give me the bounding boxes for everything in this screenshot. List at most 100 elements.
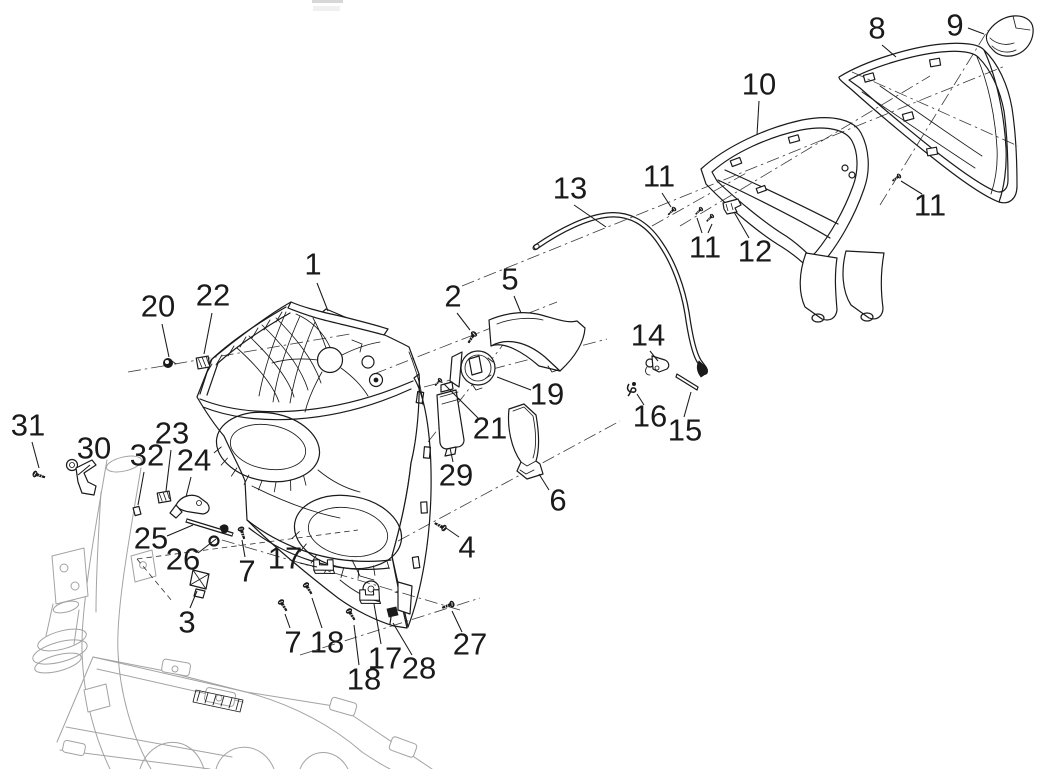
leader-line-part-7 [241,539,246,558]
leader-line-part-2 [456,312,471,331]
leader-line-part-18 [311,597,323,629]
leader-line-part-11 [900,180,923,195]
leader-line-part-21 [443,383,479,419]
callout-label-part-26-27: 26 [166,542,200,577]
callout-label-part-28-35: 28 [402,651,436,686]
part-28-clip [386,606,399,625]
callout-label-part-12-8: 12 [738,234,772,269]
part-32-spacer [132,505,142,517]
leader-line-part-26 [197,538,217,554]
leader-line-part-22 [203,312,213,355]
leader-line-part-27 [451,610,463,633]
leader-line-part-31 [31,441,40,469]
part-18-screw [301,580,315,597]
part-7-screw [236,525,248,541]
leader-line-part-8 [881,44,897,58]
callout-label-part-13-5: 13 [553,171,587,206]
part-9-corner-cap [985,15,1034,57]
part-25-rod [185,518,234,537]
leader-line-part-32 [137,471,145,506]
leader-line-part-15 [683,391,692,418]
part-11-screw [704,212,716,224]
part-20-cap-nut [162,357,177,368]
callout-label-part-22-2: 22 [196,278,230,313]
callout-label-part-4-20: 4 [458,530,475,565]
leader-line-part-11 [696,217,703,234]
leader-line-part-23 [165,449,172,492]
leader-line-part-29 [449,447,454,463]
reference-frame-chassis [32,455,433,769]
leader-line-part-11 [661,192,672,208]
callout-label-part-15-16: 15 [668,413,702,448]
part-26-grommet-and-clip [208,524,229,547]
leader-line-part-11 [707,223,713,234]
leader-line-part-19 [496,376,532,391]
callout-label-part-29-18: 29 [439,458,473,493]
callout-label-part-17-30: 17 [268,541,302,576]
callout-label-part-9-11: 9 [946,8,963,43]
part-31-screw [31,469,47,481]
leader-line-part-16 [636,393,645,406]
callout-label-part-2-3: 2 [444,279,461,314]
leader-line-part-24 [185,476,192,498]
callout-label-part-14-14: 14 [631,318,665,353]
floor-rubber-strip [192,689,244,713]
part-14-latch [645,355,670,376]
callout-label-part-1-0: 1 [304,247,321,282]
callout-label-part-5-4: 5 [501,262,518,297]
part-13-edge-trim-tube [532,211,708,378]
callout-label-part-11-6: 11 [643,159,675,194]
part-22-clip [195,355,211,370]
part-10-glovebox-frame [700,117,885,323]
callout-label-part-7-28: 7 [238,554,255,589]
part-1-glovebox-back-panel [196,301,432,629]
part-7-screw [276,597,290,614]
callout-label-part-3-29: 3 [178,605,195,640]
part-5-lock-cover [488,312,586,373]
callout-label-part-24-25: 24 [177,443,211,478]
part-8-rear-cover-panel [838,42,1018,204]
leader-line-part-14 [649,350,659,362]
callout-label-part-30-22: 30 [77,431,111,466]
leader-line-part-12 [733,211,750,239]
callout-label-part-21-17: 21 [473,411,507,446]
callout-label-part-11-12: 11 [914,188,946,223]
part-15-pin [675,373,699,391]
callout-label-part-27-36: 27 [453,627,487,662]
part-19-lock-unit [449,350,496,391]
leader-line-part-20 [161,323,170,358]
callout-label-part-18-32: 18 [310,625,344,660]
part-4-screw [432,519,449,533]
callout-label-part-18-33: 18 [347,662,381,697]
part-11-screw [665,205,678,218]
callout-label-part-6-19: 6 [549,483,566,518]
part-12-clip [722,198,742,215]
leader-line-part-25 [166,524,194,537]
leader-line-part-6 [538,473,550,491]
callout-label-part-11-7: 11 [689,230,721,265]
callout-label-part-10-9: 10 [742,67,776,102]
part-6-hook-bracket [507,403,544,480]
leader-line-part-18 [353,624,360,666]
top-edge-artifact [312,0,343,11]
callout-label-part-16-15: 16 [633,399,667,434]
part-11-screw [693,205,705,217]
leader-line-part-1 [316,282,329,312]
part-23-clip [156,490,172,504]
part-29-strip-bracket [436,381,465,457]
callout-label-part-7-31: 7 [284,625,301,660]
callout-label-part-8-10: 8 [868,11,885,46]
leader-line-part-3 [189,590,198,609]
leader-line-part-7 [284,613,291,629]
leader-line-part-17 [299,562,318,568]
callout-label-part-23-24: 23 [155,416,189,451]
callout-label-part-19-13: 19 [530,377,564,412]
callout-label-part-20-1: 20 [141,289,175,324]
part-30-bracket-lever [65,458,97,496]
leader-line-part-13 [573,204,607,228]
part-16-spring-clip [626,381,637,397]
leader-line-part-17 [373,603,382,645]
